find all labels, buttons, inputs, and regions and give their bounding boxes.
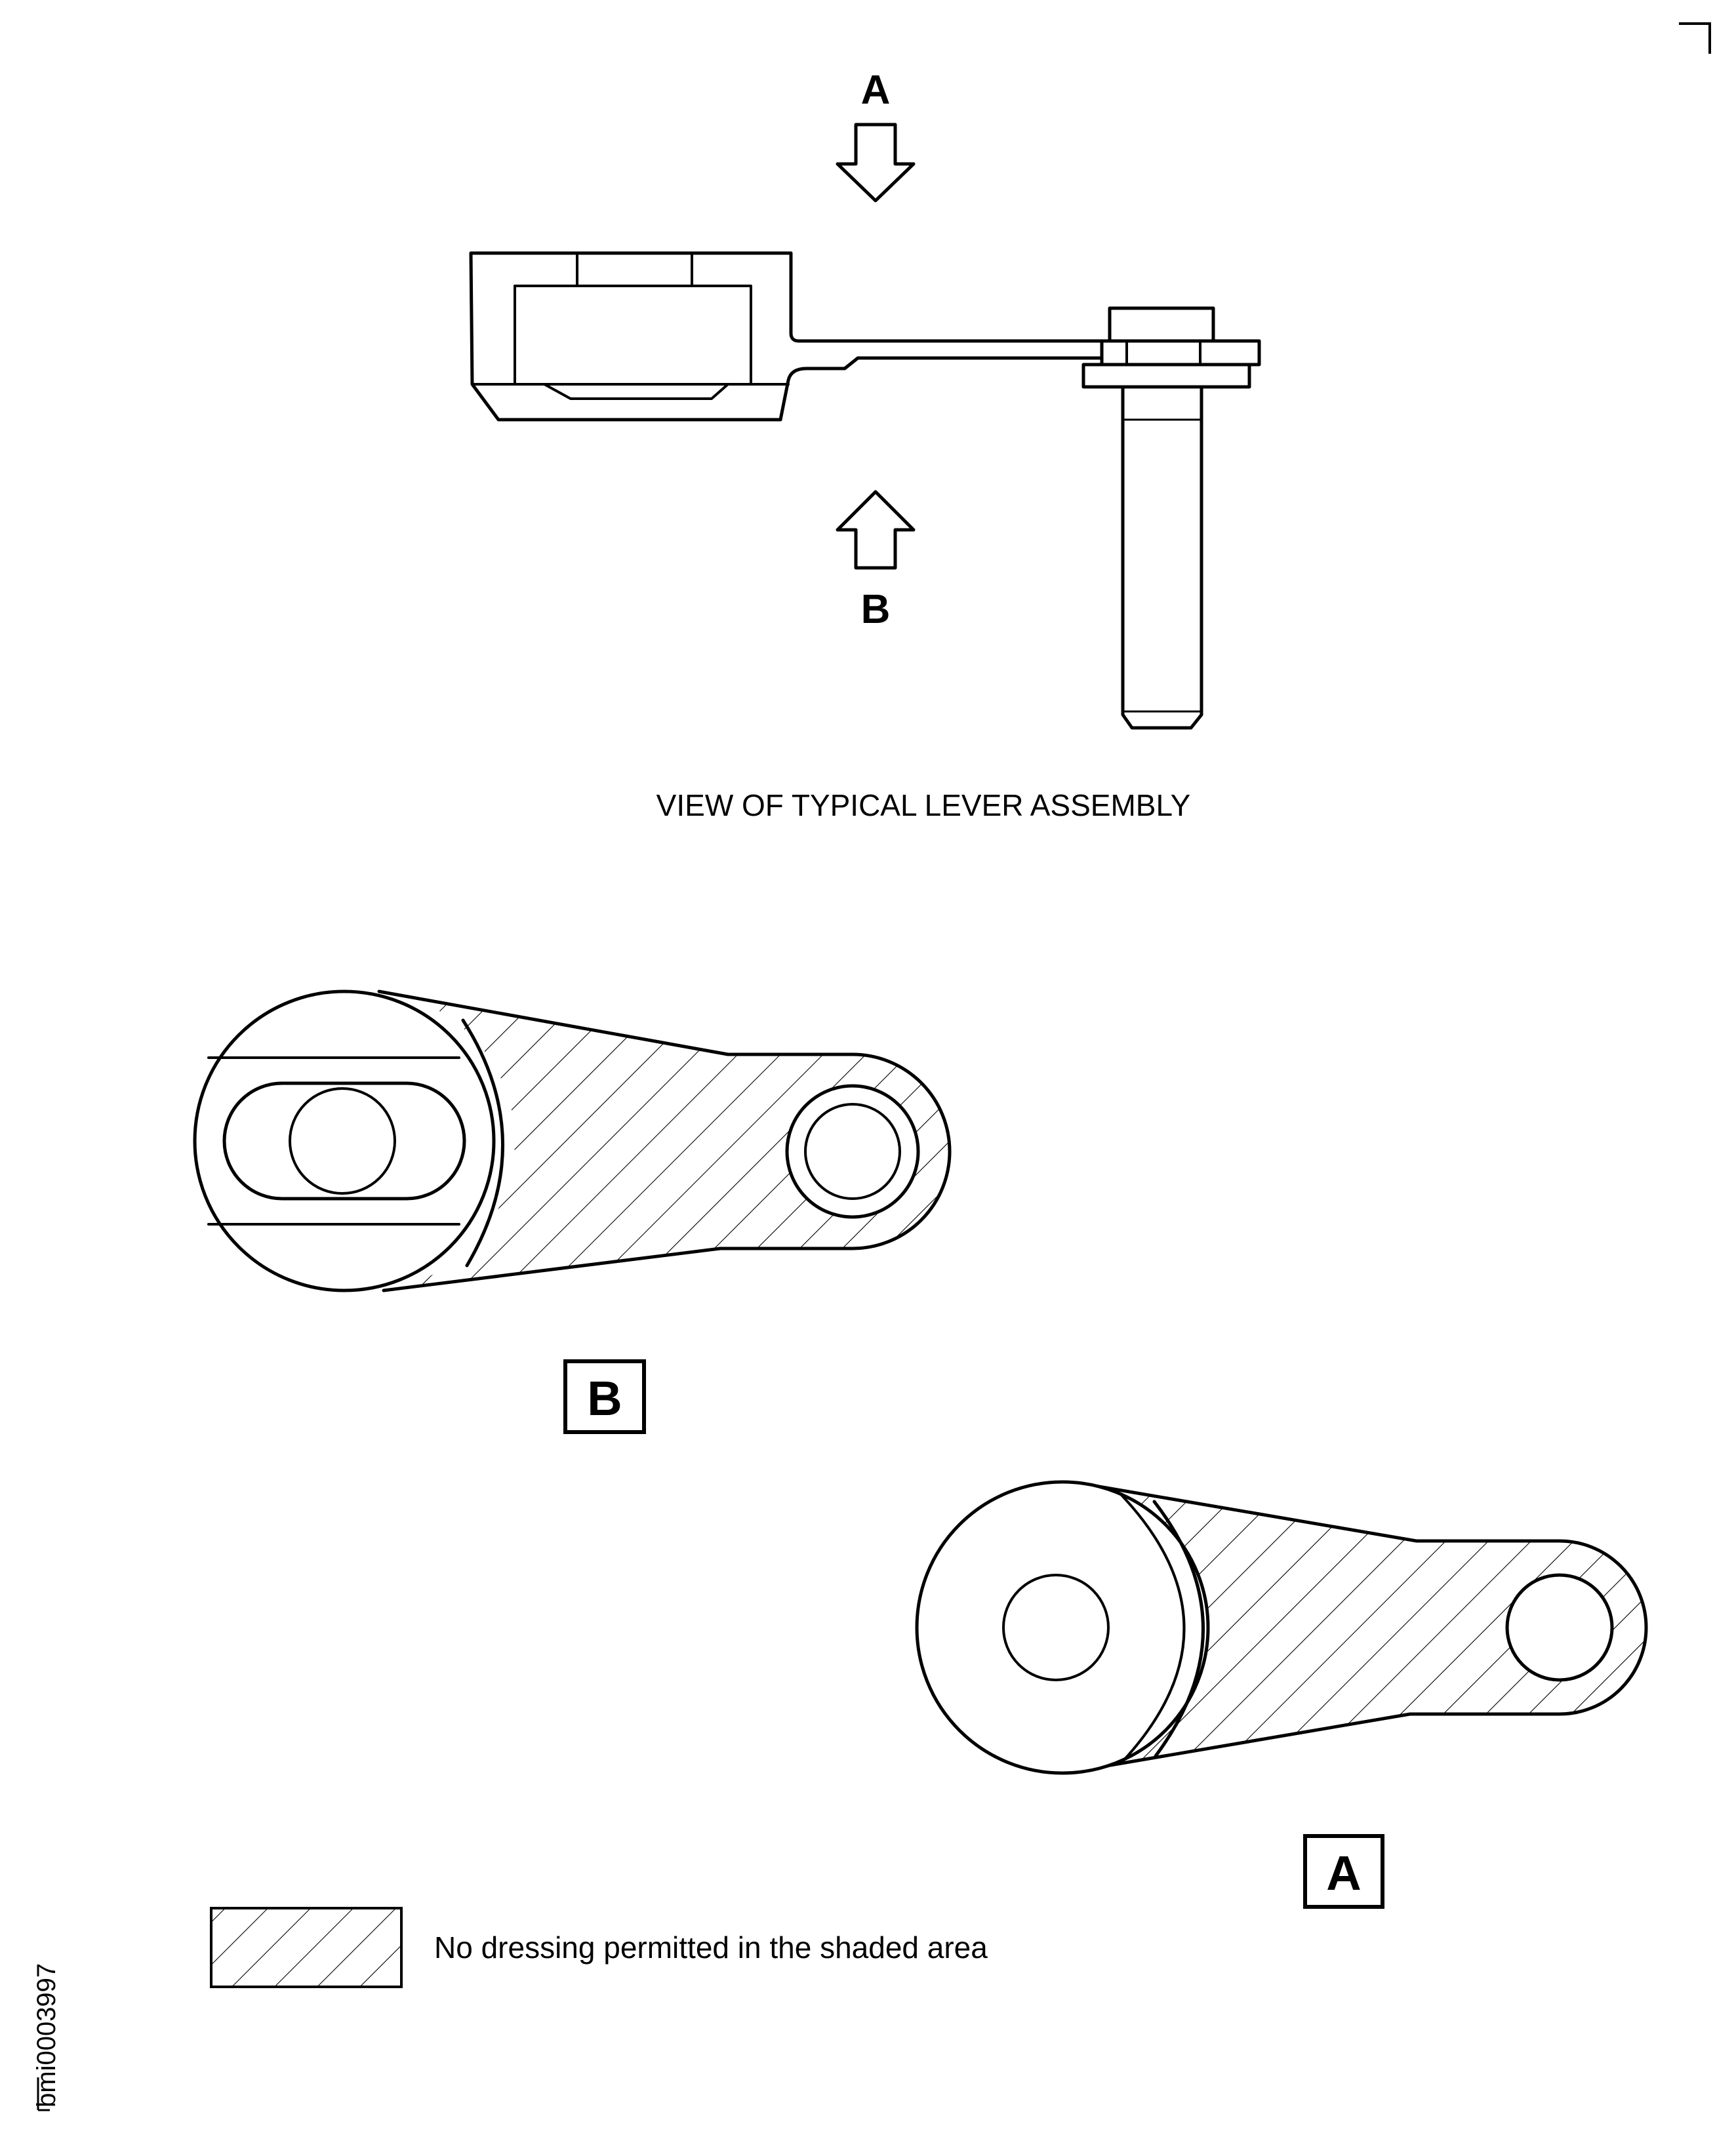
view-a-lever <box>915 1480 1648 1775</box>
view-a-box-label: A <box>1326 1846 1361 1900</box>
view-b-box <box>563 1359 646 1434</box>
corner-mark <box>1679 22 1711 54</box>
drawing-id: bmi0003997 <box>32 1963 61 2107</box>
view-b-box-label: B <box>587 1371 622 1426</box>
legend-text: No dressing permitted in the shaded area <box>434 1930 988 1965</box>
view-arrow-a <box>836 123 916 203</box>
view-label-a: A <box>861 68 891 113</box>
side-view-caption: VIEW OF TYPICAL LEVER ASSEMBLY <box>656 788 1191 822</box>
legend <box>210 1907 403 1988</box>
side-view <box>469 123 1261 730</box>
view-a-box <box>1303 1834 1384 1909</box>
view-arrow-b <box>836 490 916 570</box>
view-label-b: B <box>861 587 891 632</box>
view-b-lever <box>193 989 952 1292</box>
legend-hatch-swatch <box>210 1907 403 1988</box>
